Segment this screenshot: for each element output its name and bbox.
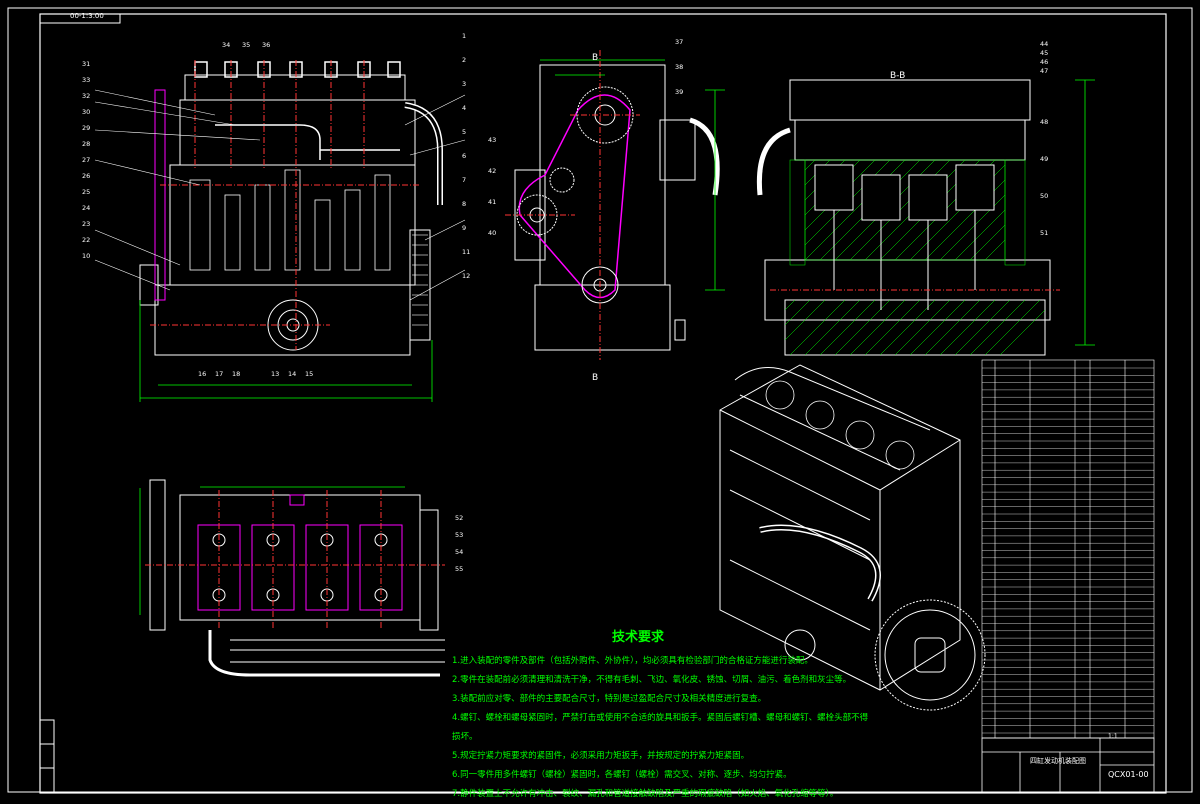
- callout-5: 5: [462, 128, 466, 136]
- tech-item: 7.静件装置上不允许有冲击、裂纹、漏孔和管道接触缺陷及严重的瑕疵缺陷（如火焰、氧…: [452, 789, 839, 799]
- callout-8: 8: [462, 200, 466, 208]
- callout-50: 50: [1040, 192, 1048, 200]
- section-bb-dimensions: [1075, 79, 1095, 346]
- callout-26: 26: [82, 172, 90, 180]
- callout-40: 40: [488, 229, 496, 237]
- technical-requirements-title: 技术要求: [612, 630, 665, 645]
- callout-33: 33: [82, 76, 90, 84]
- callout-32: 32: [82, 92, 90, 100]
- callout-16: 16: [198, 370, 206, 378]
- callout-15: 15: [305, 370, 313, 378]
- callout-6: 6: [462, 152, 466, 160]
- callout-48: 48: [1040, 118, 1048, 126]
- inner-border: [39, 13, 1167, 794]
- callout-54: 54: [455, 548, 463, 556]
- corner-tag-box: [39, 13, 121, 24]
- callout-51: 51: [1040, 229, 1048, 237]
- callout-36: 36: [262, 41, 270, 49]
- callout-37: 37: [675, 38, 683, 46]
- callout-23: 23: [82, 220, 90, 228]
- tech-item: 4.螺钉、螺栓和螺母紧固时，严禁打击或使用不合适的旋具和扳手。紧固后螺钉槽、螺母…: [452, 713, 869, 723]
- callout-55: 55: [455, 565, 463, 573]
- callout-22: 22: [82, 236, 90, 244]
- side-timing-chain: [518, 94, 631, 299]
- section-bb-pistons: [814, 164, 995, 310]
- side-centerlines: [505, 50, 640, 360]
- tech-item: 损坏。: [452, 732, 478, 742]
- callout-42: 42: [488, 167, 496, 175]
- callout-49: 49: [1040, 155, 1048, 163]
- drawing-code: QCX01-00: [1108, 770, 1149, 779]
- top-view-centerlines: [145, 490, 445, 630]
- callout-7: 7: [462, 176, 466, 184]
- tech-item: 1.进入装配的零件及部件（包括外购件、外协件），均必须具有检验部门的合格证方能进…: [452, 656, 813, 666]
- callout-52: 52: [455, 514, 463, 522]
- isometric-engine: [719, 364, 986, 711]
- callout-9: 9: [462, 224, 466, 232]
- callout-10: 10: [82, 252, 90, 260]
- callout-31: 31: [82, 60, 90, 68]
- side-gears: [516, 86, 634, 304]
- callout-4: 4: [462, 104, 466, 112]
- callout-39: 39: [675, 88, 683, 96]
- callout-45: 45: [1040, 49, 1048, 57]
- tech-item: 3.装配前应对零、部件的主要配合尺寸，特别是过盈配合尺寸及相关精度进行复查。: [452, 694, 767, 704]
- section-marker-top: B: [592, 53, 598, 63]
- callout-30: 30: [82, 108, 90, 116]
- callout-27: 27: [82, 156, 90, 164]
- side-strip: [39, 719, 55, 793]
- side-dimensions: [540, 59, 725, 291]
- callout-29: 29: [82, 124, 90, 132]
- callout-18: 18: [232, 370, 240, 378]
- top-view: [149, 479, 445, 677]
- drawing-scale: 1:1: [1108, 733, 1118, 740]
- top-view-bolts: [212, 533, 388, 602]
- callout-41: 41: [488, 198, 496, 206]
- title-block: [981, 737, 1155, 793]
- callout-38: 38: [675, 63, 683, 71]
- section-bb-title: B-B: [890, 71, 905, 81]
- section-bb-view: [756, 79, 1051, 356]
- top-view-dimensions: [139, 486, 405, 615]
- section-marker-bottom: B: [592, 373, 598, 383]
- callout-12: 12: [462, 272, 470, 280]
- callout-2: 2: [462, 56, 466, 64]
- front-dimensions: [139, 300, 433, 402]
- tech-item: 2.零件在装配前必须清理和清洗干净，不得有毛刺、飞边、氧化皮、锈蚀、切屑、油污、…: [452, 675, 852, 685]
- callout-14: 14: [288, 370, 296, 378]
- callout-24: 24: [82, 204, 90, 212]
- callout-53: 53: [455, 531, 463, 539]
- front-leaders: [94, 89, 466, 301]
- callout-25: 25: [82, 188, 90, 196]
- front-view: [139, 60, 443, 356]
- drawing-corner-tag: 00-1:3.00: [70, 12, 104, 20]
- parts-list: [981, 359, 1155, 739]
- tech-item: 6.同一零件用多件螺钉（螺栓）紧固时，各螺钉（螺栓）需交叉、对称、逐步、均匀拧紧…: [452, 770, 792, 780]
- callout-1: 1: [462, 32, 466, 40]
- callout-34: 34: [222, 41, 230, 49]
- side-view: [514, 64, 720, 351]
- callout-44: 44: [1040, 40, 1048, 48]
- technical-requirements-list: 1.进入装配的零件及部件（包括外购件、外协件），均必须具有检验部门的合格证方能进…: [452, 652, 992, 804]
- drawing-name: 四缸发动机装配图: [1030, 757, 1086, 765]
- callout-47: 47: [1040, 67, 1048, 75]
- callout-13: 13: [271, 370, 279, 378]
- callout-46: 46: [1040, 58, 1048, 66]
- callout-35: 35: [242, 41, 250, 49]
- callout-3: 3: [462, 80, 466, 88]
- outer-border: [7, 7, 1193, 793]
- top-view-caps: [197, 494, 403, 611]
- callout-28: 28: [82, 140, 90, 148]
- parts-list-rows: [982, 367, 1154, 734]
- callout-43: 43: [488, 136, 496, 144]
- tech-item: 5.规定拧紧力矩要求的紧固件，必须采用力矩扳手，并按规定的拧紧力矩紧固。: [452, 751, 750, 761]
- callout-11: 11: [462, 248, 470, 256]
- callout-17: 17: [215, 370, 223, 378]
